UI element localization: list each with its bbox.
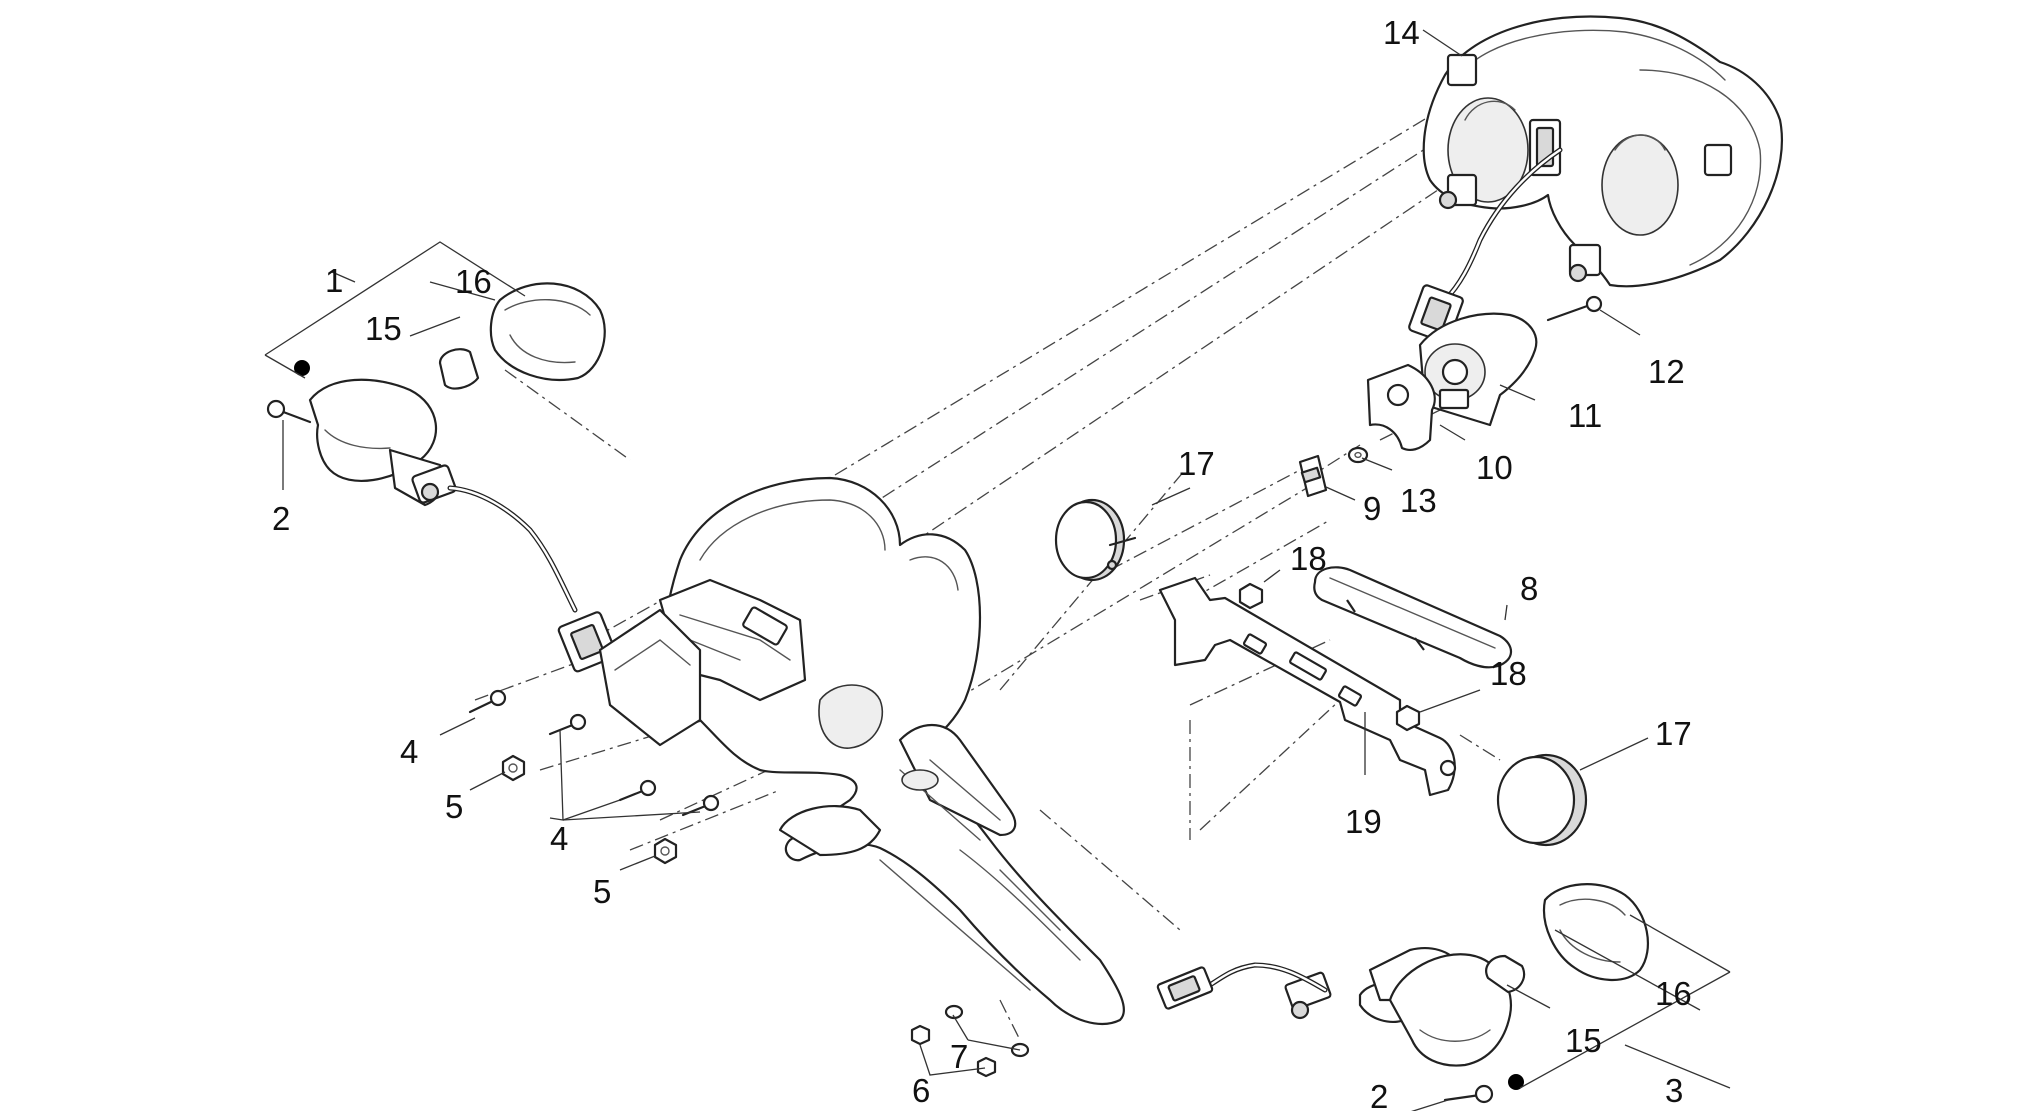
screw-4-a bbox=[468, 689, 507, 714]
callout-4-left: 4 bbox=[400, 733, 418, 770]
lens-16-left bbox=[489, 282, 606, 381]
callout-15-left: 15 bbox=[365, 310, 402, 347]
callout-10: 10 bbox=[1476, 449, 1513, 486]
reflector-17-top bbox=[1054, 498, 1137, 582]
nut-6-b bbox=[976, 1056, 997, 1078]
callout-13: 13 bbox=[1400, 482, 1437, 519]
callout-16-right: 16 bbox=[1655, 975, 1692, 1012]
callout-17-top: 17 bbox=[1178, 445, 1215, 482]
callout-15-right: 15 bbox=[1565, 1022, 1602, 1059]
assembly-marker-left bbox=[294, 360, 310, 376]
lens-16-right bbox=[1542, 883, 1649, 982]
callout-leaders bbox=[264, 29, 1731, 1111]
callout-8: 8 bbox=[1520, 570, 1538, 607]
screw-4-b bbox=[548, 713, 587, 736]
reflector-17-bottom bbox=[1496, 753, 1588, 847]
screw-2-right bbox=[1443, 1084, 1494, 1104]
callout-9: 9 bbox=[1363, 490, 1381, 527]
clip-nut-9 bbox=[1298, 454, 1328, 498]
nut-5-b bbox=[653, 837, 678, 865]
callout-5-bottom: 5 bbox=[593, 873, 611, 910]
callout-18-bottom: 18 bbox=[1490, 655, 1527, 692]
callout-4-group: 4 bbox=[550, 820, 568, 857]
callout-2-right: 2 bbox=[1370, 1078, 1388, 1111]
rear-fender-mudguard bbox=[598, 476, 1125, 1025]
screw-12 bbox=[1546, 295, 1603, 322]
callout-17-bottom: 17 bbox=[1655, 715, 1692, 752]
washer-13 bbox=[1347, 446, 1369, 464]
callout-11: 11 bbox=[1568, 397, 1602, 434]
callout-3: 3 bbox=[1665, 1072, 1683, 1109]
reflector-bar-8 bbox=[1313, 566, 1513, 669]
screw-4-c bbox=[618, 779, 657, 802]
screw-2-left bbox=[266, 399, 312, 424]
lamp-bracket-plate bbox=[1366, 363, 1436, 451]
callout-12: 12 bbox=[1648, 353, 1685, 390]
callout-19: 19 bbox=[1345, 803, 1382, 840]
nut-5-a bbox=[501, 754, 526, 782]
license-plate-lamp bbox=[1418, 312, 1538, 427]
nut-6-a bbox=[910, 1024, 931, 1046]
left-turn-signal-assembly bbox=[308, 378, 618, 673]
callout-1: 1 bbox=[325, 262, 343, 299]
bulb-15-left bbox=[438, 348, 480, 390]
callout-14: 14 bbox=[1383, 14, 1420, 51]
callout-labels: 1 16 15 2 14 12 11 10 13 9 17 18 8 18 17… bbox=[272, 14, 1692, 1111]
callout-2-left: 2 bbox=[272, 500, 290, 537]
nut-18-top bbox=[1238, 582, 1264, 610]
callout-6: 6 bbox=[912, 1072, 930, 1109]
right-turn-signal-assembly bbox=[1156, 947, 1513, 1067]
tail-light-housing bbox=[1408, 15, 1783, 344]
assembly-marker-right bbox=[1508, 1074, 1524, 1090]
callout-7: 7 bbox=[950, 1038, 968, 1075]
callout-16-left: 16 bbox=[455, 263, 492, 300]
callout-18-top: 18 bbox=[1290, 540, 1327, 577]
nut-18-bottom bbox=[1395, 704, 1421, 732]
callout-5-left: 5 bbox=[445, 788, 463, 825]
washer-7-a bbox=[944, 1004, 964, 1020]
